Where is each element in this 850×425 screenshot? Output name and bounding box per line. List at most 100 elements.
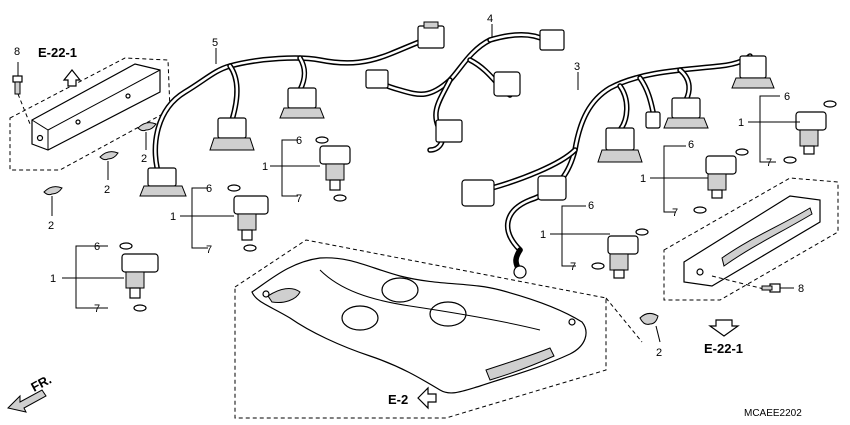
injector-harness-3[interactable] [461, 53, 775, 279]
bolt-leader [17, 93, 31, 125]
o-ring-6[interactable] [227, 184, 241, 192]
clip-leader [605, 297, 643, 343]
bracket-line [281, 139, 298, 197]
injector-tip [129, 287, 141, 299]
bolt-head [12, 75, 23, 83]
clip-2 [639, 312, 659, 325]
o-ring-6[interactable] [735, 148, 749, 156]
clip-2[interactable] [99, 151, 119, 161]
bolt-8-right[interactable] [761, 283, 794, 293]
left-rail-edge-top [47, 69, 161, 131]
sub-harness-4[interactable] [365, 29, 565, 153]
injector-1-a[interactable] [319, 145, 351, 191]
injector-1-f[interactable] [607, 235, 639, 279]
ref-e2[interactable]: E-2 [388, 392, 408, 407]
label-7: 7 [766, 157, 772, 169]
up-arrow-icon [62, 69, 82, 87]
label-2: 2 [48, 220, 54, 232]
clip-2[interactable] [43, 186, 63, 196]
o-ring-6[interactable] [119, 242, 133, 250]
left-fuel-rail-group [9, 57, 171, 171]
left-rail-hole [75, 119, 81, 125]
harness-3-connector [537, 175, 567, 201]
o-ring-7[interactable] [133, 304, 147, 312]
injector-1-c[interactable] [121, 253, 159, 299]
label-1: 1 [738, 117, 744, 129]
harness-3-connector-base [663, 117, 709, 129]
left-rail-dashed-outline [9, 57, 171, 171]
bracket-line [191, 187, 208, 249]
bolt-shank [761, 285, 773, 291]
bolt-8-left[interactable] [12, 62, 31, 125]
injector-1-d[interactable] [795, 111, 827, 155]
manifold-flange [267, 288, 301, 303]
label-1: 1 [540, 229, 546, 241]
harness-4-connector [365, 69, 389, 89]
label-1: 1 [170, 211, 176, 223]
label-6: 6 [94, 241, 100, 253]
o-ring-7[interactable] [693, 206, 707, 214]
label-1: 1 [640, 173, 646, 185]
diagram-code: MCAEE2202 [744, 408, 802, 419]
harness-5-branch-inner [228, 64, 239, 122]
bolt-shank [14, 81, 21, 95]
injector-body [705, 155, 737, 175]
harness-4-connector [493, 71, 521, 97]
injector-tip [329, 179, 341, 191]
manifold-port [381, 277, 419, 303]
label-4: 4 [487, 13, 493, 25]
down-arrow-icon [708, 319, 740, 337]
harness-3-small-connector [645, 111, 661, 129]
label-7: 7 [672, 207, 678, 219]
o-ring-7[interactable] [333, 194, 347, 202]
label-8-right: 8 [798, 283, 804, 295]
label-1: 1 [50, 273, 56, 285]
label-6: 6 [296, 135, 302, 147]
o-ring-7[interactable] [243, 244, 257, 252]
label-5: 5 [212, 37, 218, 49]
o-ring-6[interactable] [315, 136, 329, 144]
harness-3-branch-inner [490, 148, 577, 190]
harness-3-connector-base [597, 149, 643, 163]
label-7: 7 [296, 193, 302, 205]
label-2: 2 [141, 153, 147, 165]
harness-5-connector-base [279, 107, 325, 119]
injector-1-e[interactable] [705, 155, 737, 199]
label-2-right: 2 [656, 347, 662, 359]
manifold-port [429, 301, 467, 327]
harness-5-connector [287, 87, 317, 109]
leader-line [655, 325, 661, 343]
injector-sleeve [707, 173, 727, 191]
injector-harness-5[interactable] [139, 21, 445, 197]
harness-3-connector-base [731, 77, 775, 89]
label-6: 6 [688, 139, 694, 151]
injector-tip [613, 269, 625, 279]
harness-5-branch-inner [298, 56, 306, 92]
injector-body [319, 145, 351, 165]
clip-2-right[interactable] [639, 312, 661, 343]
clip-2[interactable] [137, 122, 157, 132]
injector-body [233, 195, 269, 215]
bracket-line [75, 245, 108, 309]
injector-sleeve [237, 213, 257, 231]
ref-e22-1-bottom[interactable]: E-22-1 [704, 341, 743, 356]
label-1: 1 [262, 161, 268, 173]
manifold-hole [568, 318, 576, 326]
o-ring-6[interactable] [635, 228, 649, 236]
o-ring-6[interactable] [823, 100, 837, 108]
o-ring-7[interactable] [783, 156, 797, 164]
manifold-flange [485, 347, 555, 381]
harness-4-connector [539, 29, 565, 51]
bracket-line [663, 145, 686, 213]
ref-e22-1-top[interactable]: E-22-1 [38, 45, 77, 60]
label-6: 6 [784, 91, 790, 103]
left-fuel-rail[interactable] [31, 63, 161, 151]
intake-manifold[interactable] [251, 257, 587, 394]
injector-1-b[interactable] [233, 195, 269, 241]
left-rail-edge [31, 119, 49, 131]
harness-5-connector [217, 117, 247, 139]
label-6: 6 [206, 183, 212, 195]
label-2: 2 [104, 184, 110, 196]
o-ring-7[interactable] [591, 262, 605, 270]
ground-lead [513, 247, 523, 271]
